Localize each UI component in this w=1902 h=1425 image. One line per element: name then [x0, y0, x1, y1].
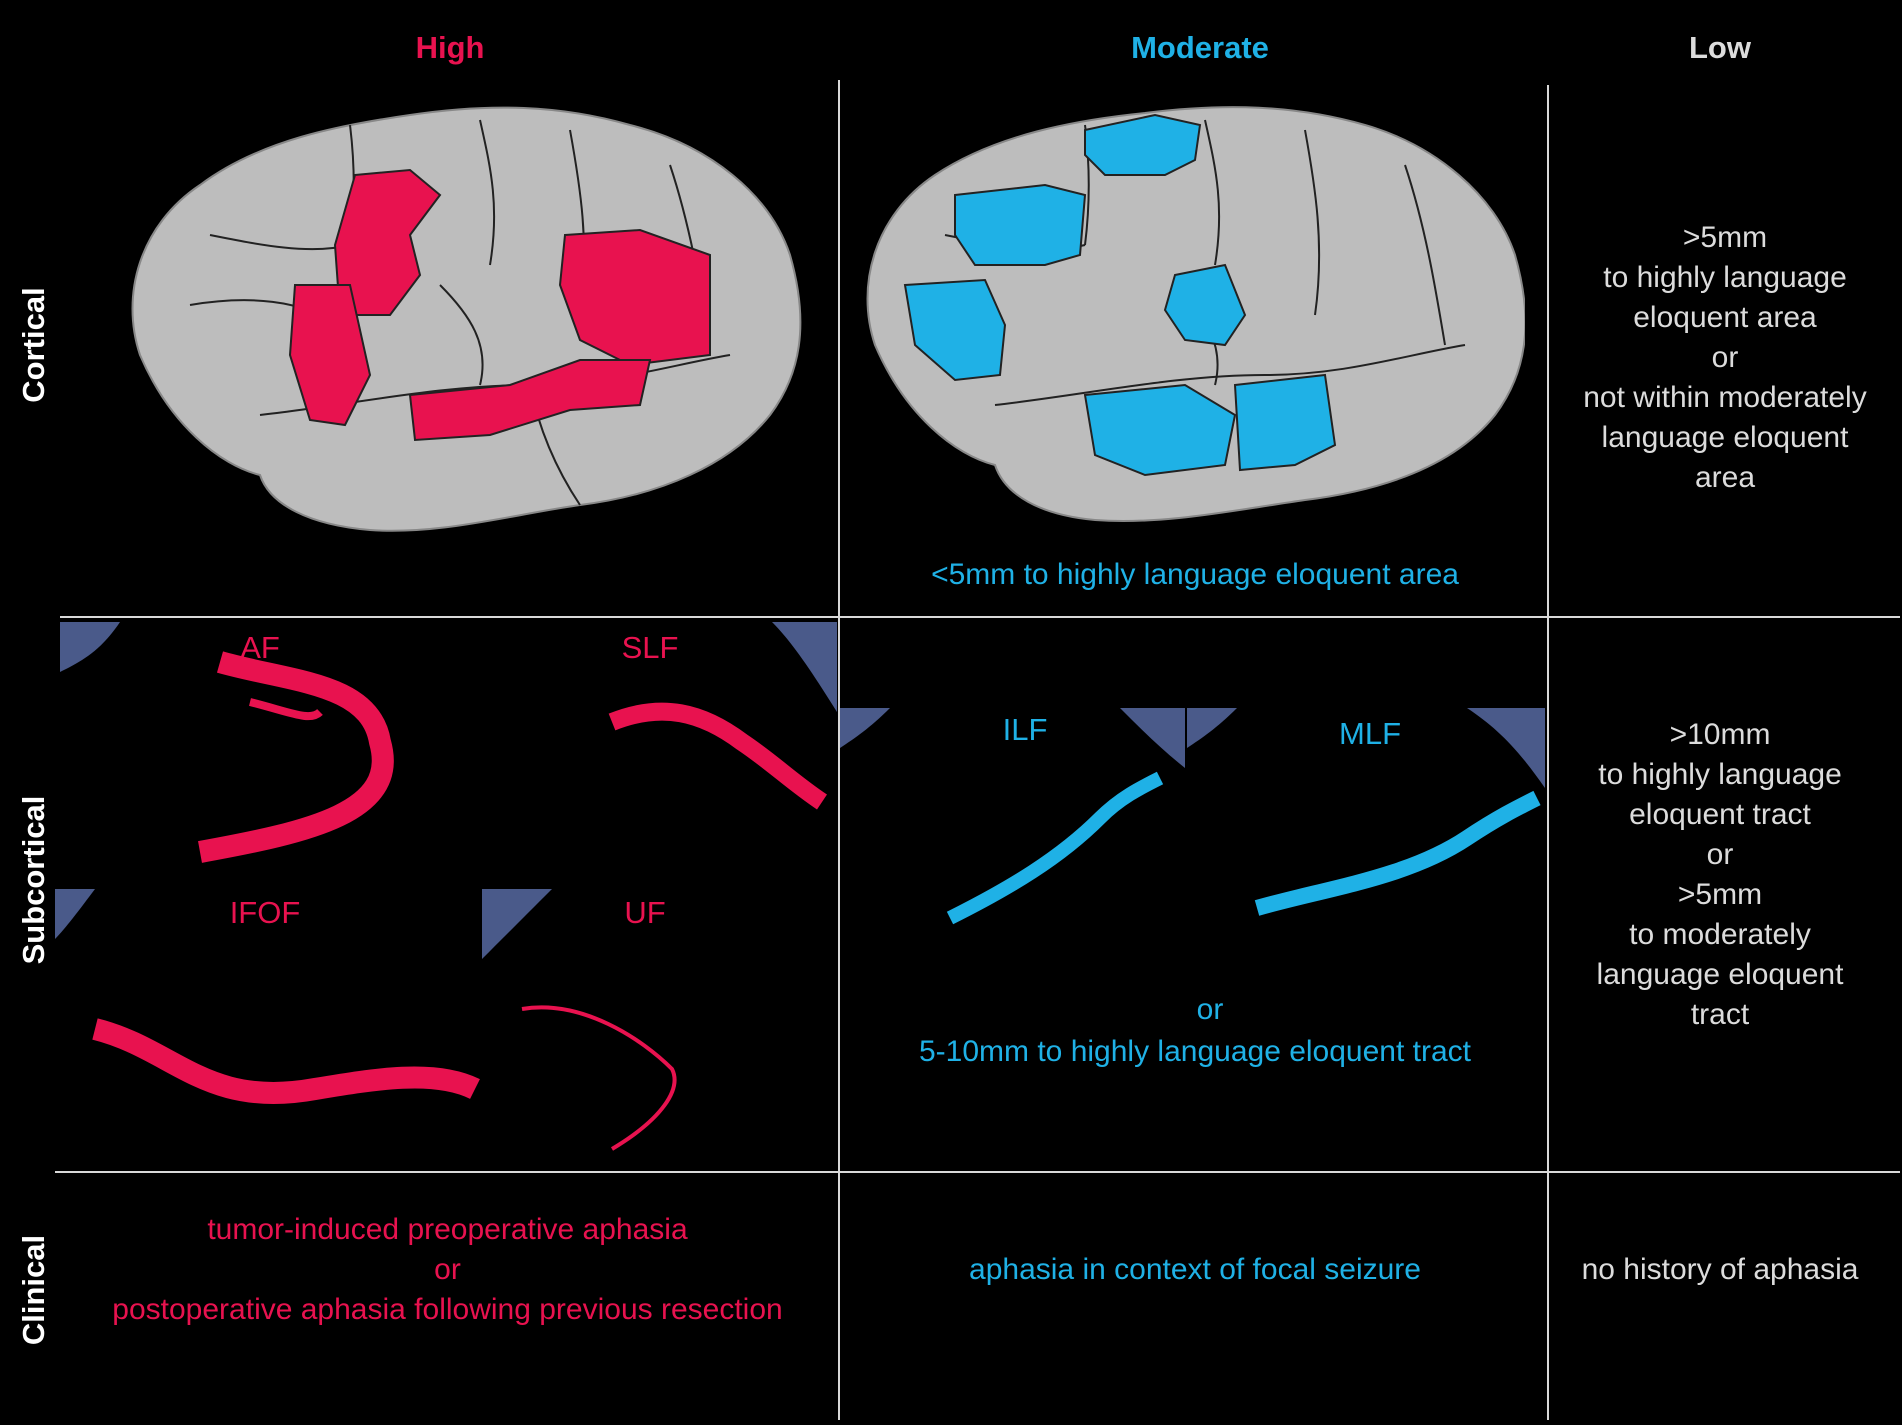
row-label-clinical: Clinical [16, 1234, 51, 1346]
tract-panel-ifof [55, 889, 480, 1169]
tract-label-af: AF [240, 630, 280, 665]
cortical-low-line: to highly language [1603, 261, 1847, 294]
cortical-low-line: not within moderately [1583, 381, 1867, 414]
subcortical-low-line: >10mm [1669, 718, 1771, 751]
tract-panel-af [60, 622, 480, 887]
tract-panel-mlf [1187, 708, 1545, 980]
tract-panel-slf [482, 622, 837, 887]
tract-label-uf: UF [624, 895, 666, 930]
divider-horizontal-1 [60, 616, 1900, 618]
divider-vertical-2 [1547, 85, 1549, 1420]
clinical-moderate-text: aphasia in context of focal seizure [969, 1253, 1421, 1286]
cortical-low-text: >5mm to highly language eloquent area or… [1555, 218, 1895, 498]
cortical-low-line: eloquent area [1633, 301, 1817, 334]
subcortical-moderate-caption: 5-10mm to highly language eloquent tract [918, 1035, 1471, 1068]
tract-panel-uf [482, 889, 837, 1169]
brain-moderate-image [866, 106, 1525, 522]
header-moderate: Moderate [1131, 30, 1269, 65]
divider-horizontal-2 [55, 1171, 1900, 1173]
row-label-subcortical: Subcortical [16, 795, 51, 965]
clinical-high-line: postoperative aphasia following previous… [112, 1293, 783, 1326]
row-label-cortical: Cortical [16, 287, 51, 403]
tract-label-ifof: IFOF [229, 895, 301, 930]
tract-panel-ilf [840, 708, 1185, 980]
cortical-low-line: >5mm [1682, 221, 1768, 254]
clinical-high-line: or [434, 1253, 461, 1286]
header-low: Low [1689, 30, 1751, 65]
subcortical-low-line: >5mm [1677, 878, 1763, 911]
clinical-high-line: tumor-induced preoperative aphasia [207, 1213, 688, 1246]
subcortical-low-line: or [1706, 838, 1734, 871]
cortical-low-line: area [1694, 461, 1756, 494]
subcortical-low-line: to highly language [1598, 758, 1842, 791]
subcortical-low-line: to moderately [1629, 918, 1811, 951]
tract-label-mlf: MLF [1339, 716, 1401, 751]
header-high: High [415, 30, 485, 65]
clinical-high-text: tumor-induced preoperative aphasia or po… [60, 1210, 835, 1330]
subcortical-low-line: eloquent tract [1629, 798, 1811, 831]
divider-vertical-1 [838, 80, 840, 1420]
subcortical-low-line: language eloquent [1596, 958, 1844, 991]
subcortical-moderate-or: or [1196, 993, 1224, 1026]
clinical-low-text: no history of aphasia [1581, 1253, 1859, 1286]
cortical-moderate-caption: <5mm to highly language eloquent area [931, 558, 1459, 591]
tract-label-slf: SLF [621, 630, 679, 665]
cortical-low-line: language eloquent [1601, 421, 1849, 454]
brain-high-image [131, 106, 802, 532]
cortical-low-line: or [1711, 341, 1739, 374]
tract-label-ilf: ILF [1002, 712, 1048, 747]
subcortical-low-text: >10mm to highly language eloquent tract … [1555, 715, 1885, 1035]
subcortical-low-line: tract [1690, 998, 1750, 1031]
